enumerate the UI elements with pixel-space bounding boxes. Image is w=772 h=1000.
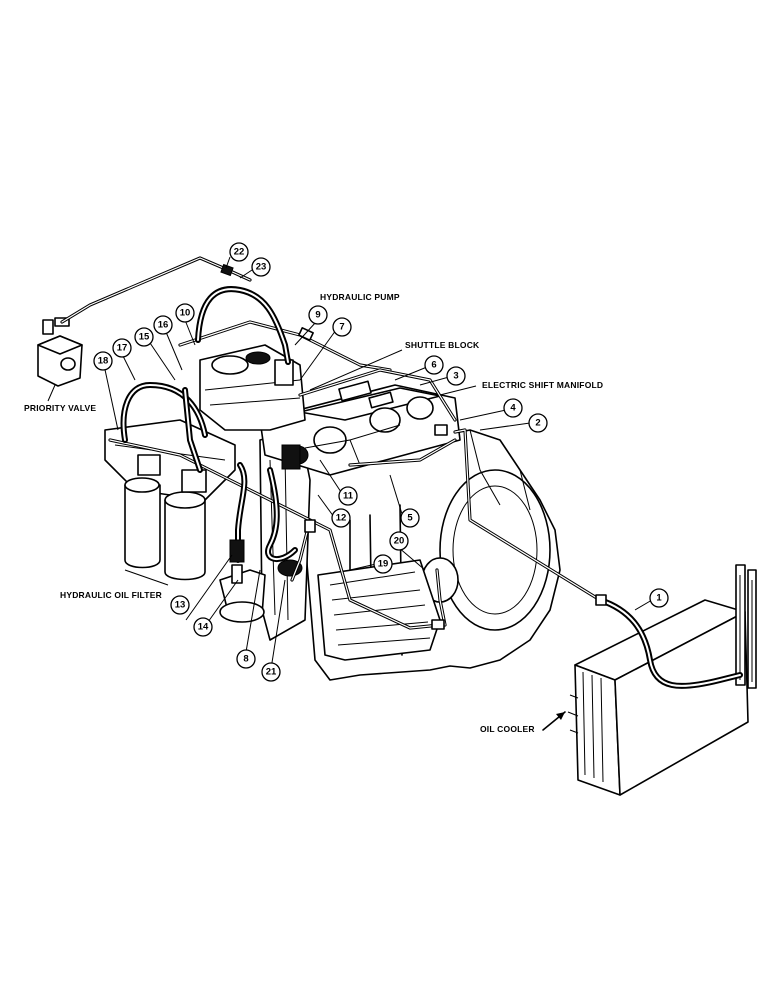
- callout-19: 19: [373, 554, 393, 574]
- callout-22: 22: [229, 242, 249, 262]
- callout-21: 21: [261, 662, 281, 682]
- svg-text:23: 23: [256, 262, 267, 273]
- callout-18: 18: [93, 351, 113, 371]
- svg-text:10: 10: [180, 308, 191, 319]
- callout-13: 13: [170, 595, 190, 615]
- callout-12: 12: [331, 508, 351, 528]
- callout-16: 16: [153, 315, 173, 335]
- callout-5: 5: [400, 508, 420, 528]
- callout-15: 15: [134, 327, 154, 347]
- svg-text:21: 21: [266, 667, 277, 678]
- svg-text:9: 9: [315, 310, 320, 321]
- hydraulic-oil-filter: [104, 419, 236, 581]
- shuttle-block-label: SHUTTLE BLOCK: [405, 340, 480, 350]
- svg-text:17: 17: [117, 343, 128, 354]
- hoses: [120, 286, 743, 689]
- electric-shift-manifold-label: ELECTRIC SHIFT MANIFOLD: [482, 380, 603, 390]
- callout-2: 2: [528, 413, 548, 433]
- callout-23: 23: [251, 257, 271, 277]
- svg-text:13: 13: [175, 600, 186, 611]
- svg-text:18: 18: [98, 356, 109, 367]
- svg-text:5: 5: [407, 513, 413, 524]
- callout-6: 6: [424, 355, 444, 375]
- callout-7: 7: [332, 317, 352, 337]
- electric-shift-manifold: [259, 380, 461, 476]
- svg-text:19: 19: [378, 559, 389, 570]
- svg-text:14: 14: [198, 622, 209, 633]
- leader-lines: [47, 256, 653, 731]
- callout-3: 3: [446, 366, 466, 386]
- component-labels: PRIORITY VALVE HYDRAULIC PUMP SHUTTLE BL…: [24, 292, 603, 734]
- callout-20: 20: [389, 531, 409, 551]
- oil-cooler: [567, 564, 757, 796]
- svg-text:16: 16: [158, 320, 169, 331]
- callout-14: 14: [193, 617, 213, 637]
- callout-4: 4: [503, 398, 523, 418]
- fittings: [220, 263, 607, 630]
- svg-text:1: 1: [656, 593, 662, 604]
- svg-text:22: 22: [234, 247, 245, 258]
- priority-valve-label: PRIORITY VALVE: [24, 403, 96, 413]
- svg-text:7: 7: [339, 322, 344, 333]
- callout-10: 10: [175, 303, 195, 323]
- svg-text:4: 4: [510, 403, 516, 414]
- callout-9: 9: [308, 305, 328, 325]
- oil-cooler-label: OIL COOLER: [480, 724, 535, 734]
- svg-text:3: 3: [453, 371, 458, 382]
- callout-8: 8: [236, 649, 256, 669]
- callout-17: 17: [112, 338, 132, 358]
- callouts: 22 23 10 16 15 17 18 9 7 6 3 4 2 11 12 5…: [93, 242, 669, 682]
- svg-text:2: 2: [535, 418, 540, 429]
- svg-text:11: 11: [343, 491, 354, 502]
- svg-text:15: 15: [139, 332, 150, 343]
- priority-valve: [37, 317, 83, 387]
- hydraulic-pump-label: HYDRAULIC PUMP: [320, 292, 400, 302]
- hydraulic-oil-filter-label: HYDRAULIC OIL FILTER: [60, 590, 162, 600]
- callout-1: 1: [649, 588, 669, 608]
- callout-11: 11: [338, 486, 358, 506]
- svg-text:20: 20: [394, 536, 405, 547]
- svg-text:8: 8: [243, 654, 248, 665]
- hydraulic-pump: [199, 344, 306, 470]
- svg-text:12: 12: [336, 513, 347, 524]
- svg-text:6: 6: [431, 360, 436, 371]
